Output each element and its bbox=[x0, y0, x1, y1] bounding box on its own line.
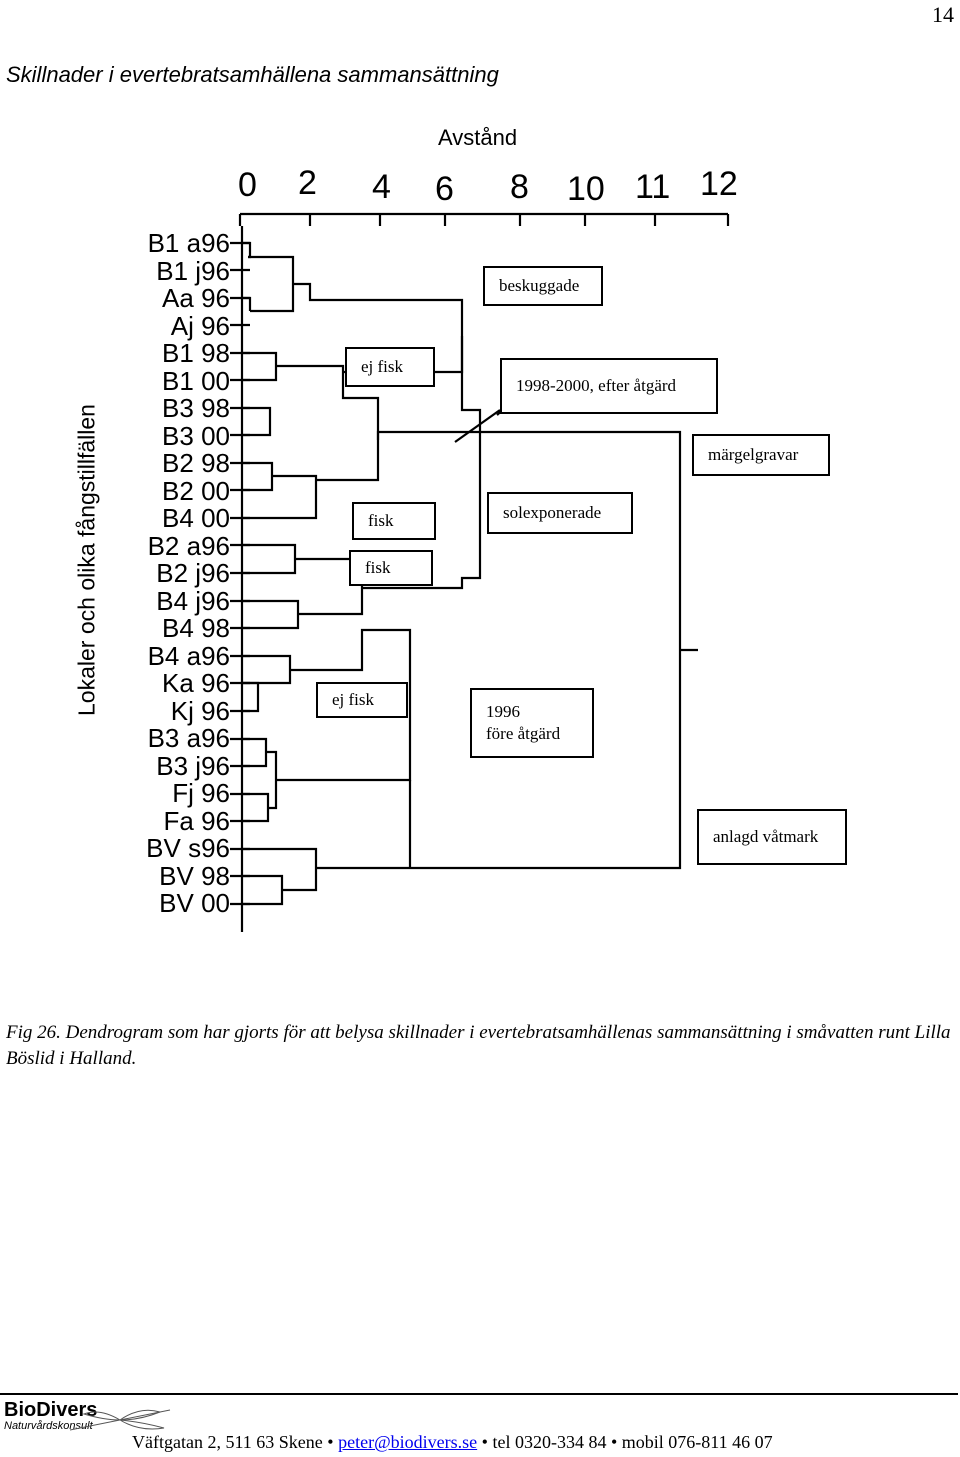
dendrogram-lines bbox=[230, 212, 730, 932]
axis-tick: 2 bbox=[298, 164, 317, 202]
leaf-label: B3 98 bbox=[162, 393, 230, 423]
annotation-ej-fisk-bottom: ej fisk bbox=[316, 682, 408, 718]
merge-fj-fa bbox=[242, 792, 270, 823]
leaf-label: B4 98 bbox=[162, 613, 230, 643]
axis-tick: 6 bbox=[435, 170, 454, 208]
footer-mobile: mobil 076-811 46 07 bbox=[621, 1432, 773, 1452]
merge-aa-aj bbox=[242, 296, 252, 311]
annotation-fore-atgard: 1996 före åtgärd bbox=[470, 688, 594, 758]
footer-divider bbox=[0, 1393, 958, 1395]
axis-tick: 0 bbox=[238, 166, 257, 204]
leaf-label: B4 j96 bbox=[156, 585, 230, 616]
leaf-label: B2 98 bbox=[162, 448, 230, 478]
merge-b3a-b3j bbox=[242, 737, 268, 768]
leaf-label: B1 a96 bbox=[147, 228, 230, 258]
merge-bv-98-00 bbox=[242, 874, 284, 906]
annotation-solexponerade: solexponerade bbox=[487, 492, 633, 534]
annotation-beskuggade: beskuggade bbox=[483, 266, 603, 306]
leaf-label: B4 a96 bbox=[147, 640, 230, 671]
merge-b4j-b4-98 bbox=[242, 599, 300, 630]
dragonfly-icon bbox=[69, 1409, 171, 1431]
merge-ejfisk-top bbox=[276, 364, 380, 482]
annotation-fisk: fisk bbox=[352, 502, 436, 540]
merge-upper-pair bbox=[248, 255, 295, 313]
leaf-label: Aj 96 bbox=[170, 310, 230, 341]
leaf-label: B2 00 bbox=[162, 475, 230, 506]
merge-ka-kj bbox=[242, 681, 260, 713]
merge-ejfisk-bottom bbox=[276, 628, 412, 782]
leaf-label: B1 00 bbox=[162, 365, 230, 396]
merge-left-cluster bbox=[316, 430, 682, 870]
leaf-stubs bbox=[230, 241, 250, 906]
footer-address: Väftgatan 2, 511 63 Skene bbox=[132, 1432, 323, 1452]
logo-name: BioDivers bbox=[4, 1399, 98, 1421]
footer-separator: • bbox=[610, 1432, 618, 1452]
axis-tick: 8 bbox=[510, 168, 529, 206]
axis-tick: 11 bbox=[635, 168, 671, 206]
leaf-label: BV s96 bbox=[146, 833, 230, 863]
leaf-label: Ka 96 bbox=[162, 668, 230, 698]
leaf-label: Fa 96 bbox=[163, 805, 231, 836]
leaf-label: BV 98 bbox=[159, 860, 230, 891]
annotation-fisk: fisk bbox=[349, 550, 433, 586]
leaf-label: B3 j96 bbox=[156, 750, 230, 781]
figure-caption: Fig 26. Dendrogram som har gjorts för at… bbox=[6, 1022, 951, 1069]
page-number: 14 bbox=[932, 2, 954, 27]
pointer-line bbox=[454, 409, 501, 443]
footer-separator: • bbox=[481, 1432, 488, 1452]
leaf-label: B1 98 bbox=[162, 338, 230, 368]
leaf-label: B2 j96 bbox=[156, 558, 230, 588]
section-heading: Skillnader i evertebratsamhällena samman… bbox=[6, 62, 499, 87]
annotation-anlagd-vatmark: anlagd våtmark bbox=[697, 809, 847, 865]
merge-sol bbox=[362, 430, 482, 590]
merge-b2-b4 bbox=[242, 474, 318, 520]
merge-b2-98-00 bbox=[242, 461, 274, 492]
leaf-label: B3 00 bbox=[162, 420, 230, 451]
axis-tick: 10 bbox=[567, 170, 605, 208]
biodivers-logo: BioDivers Naturvårdskonsult bbox=[4, 1399, 171, 1432]
footer-separator: • bbox=[327, 1432, 334, 1452]
merge-b2a-b2j bbox=[242, 543, 297, 575]
merge-b4a-ka bbox=[242, 654, 292, 685]
merge-upper-left bbox=[293, 282, 464, 374]
leaf-label: BV 00 bbox=[159, 888, 230, 918]
footer-email-link[interactable]: peter@biodivers.se bbox=[338, 1432, 478, 1452]
footer-contact: Väftgatan 2, 511 63 Skene • peter@biodiv… bbox=[132, 1432, 773, 1453]
merge-fisk-block bbox=[295, 557, 364, 616]
footer-tel: tel 0320-334 84 bbox=[492, 1432, 607, 1452]
axis-tick: 12 bbox=[700, 165, 738, 203]
axis-tick: 4 bbox=[372, 168, 391, 206]
leaf-label: Fj 96 bbox=[172, 778, 230, 808]
annotation-efter-atgard: 1998-2000, efter åtgärd bbox=[500, 358, 718, 414]
axis-title: Avstånd bbox=[438, 125, 518, 150]
axis-line bbox=[238, 212, 730, 226]
leaf-label: B2 a96 bbox=[147, 530, 230, 561]
logo-subtitle: Naturvårdskonsult bbox=[4, 1420, 93, 1432]
annotation-margelgravar: märgelgravar bbox=[692, 434, 830, 476]
leaf-label: Aa 96 bbox=[162, 283, 230, 313]
leaf-label: Kj 96 bbox=[170, 695, 230, 726]
merge-efter bbox=[460, 336, 482, 432]
dendrogram-branches bbox=[230, 212, 730, 932]
leaf-label: B3 a96 bbox=[147, 723, 230, 753]
leaf-label: B4 00 bbox=[162, 503, 230, 533]
merge-b1-98-00 bbox=[242, 351, 278, 382]
leaf-label: B1 j96 bbox=[156, 255, 230, 286]
merge-b3-98-00 bbox=[242, 406, 272, 437]
annotation-ej-fisk-top: ej fisk bbox=[345, 347, 435, 387]
merge-b1a-b1j bbox=[242, 241, 252, 259]
merge-bv-all bbox=[242, 847, 318, 892]
